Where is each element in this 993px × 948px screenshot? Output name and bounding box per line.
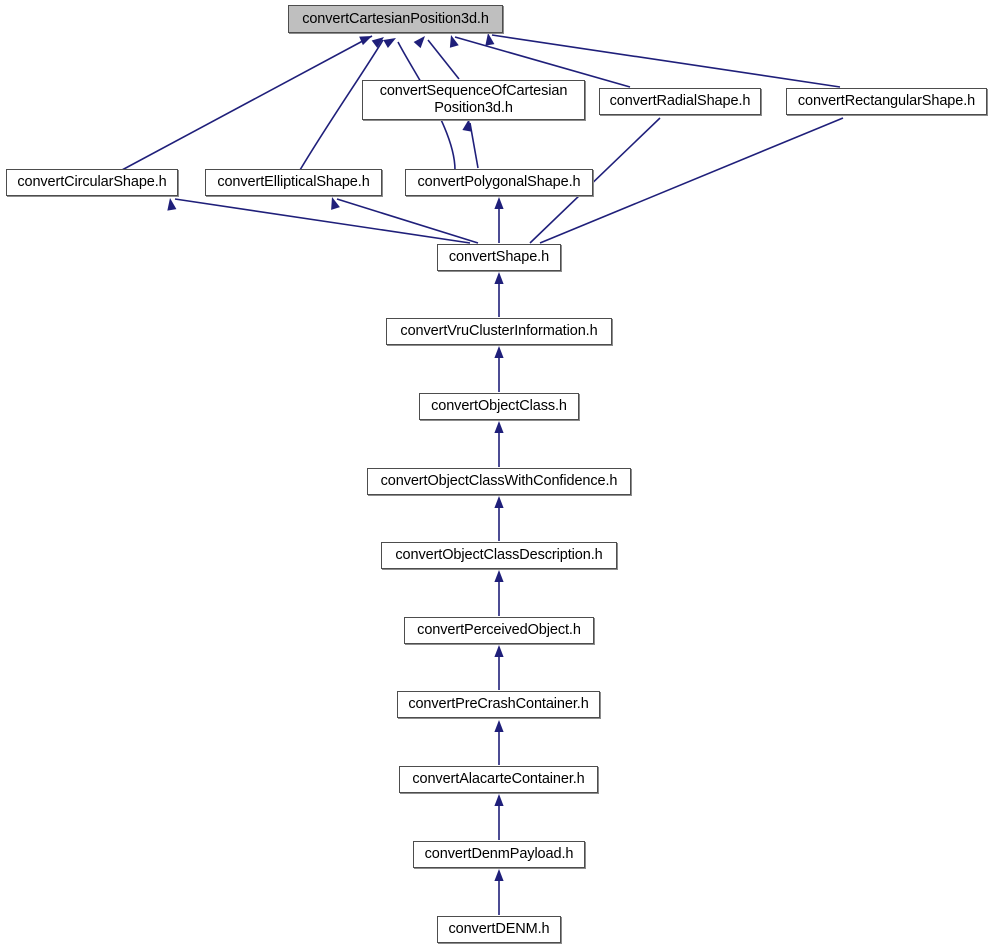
node-label-objectClass: convertObjectClass.h [431, 398, 567, 415]
edge-shape-to-ellipticalShape-arrowhead [331, 197, 340, 210]
node-alacarteContainer[interactable]: convertAlacarteContainer.h [399, 766, 598, 793]
node-label-radialShape: convertRadialShape.h [609, 93, 751, 110]
node-label-polygonalShape: convertPolygonalShape.h [417, 174, 581, 191]
node-circularShape[interactable]: convertCircularShape.h [6, 169, 178, 196]
node-sequenceOfCartesianPosition3d[interactable]: convertSequenceOfCartesian Position3d.h [362, 80, 585, 120]
node-label-circularShape: convertCircularShape.h [17, 174, 167, 191]
edge-perceivedObject-to-objectClassDescription-arrowhead [494, 570, 504, 582]
edge-sequenceOfCartesian-to-cartesianPosition3d [427, 39, 460, 80]
edge-polygonalShape-to-sequenceOfCartesian [469, 122, 479, 169]
node-objectClassWithConfidence[interactable]: convertObjectClassWithConfidence.h [367, 468, 631, 495]
edge-alacarteContainer-to-preCrashContainer-arrowhead [494, 720, 504, 732]
node-objectClassDescription[interactable]: convertObjectClassDescription.h [381, 542, 617, 569]
edge-rectangularShape-to-cartesianPosition3d [491, 34, 841, 88]
node-label-vruClusterInformation: convertVruClusterInformation.h [400, 323, 598, 340]
edge-objectClassDescription-to-objectClassWithConfidence-arrowhead [494, 496, 504, 508]
node-rectangularShape[interactable]: convertRectangularShape.h [786, 88, 987, 115]
node-label-cartesianPosition3d: convertCartesianPosition3d.h [302, 10, 489, 27]
node-label-objectClassDescription: convertObjectClassDescription.h [395, 547, 603, 564]
edge-shape-to-rectangularShape [539, 117, 844, 244]
edge-denm-to-denmPayload-arrowhead [494, 869, 504, 881]
edge-sequenceOfCartesian-to-cartesianPosition3d-arrowhead [413, 36, 425, 49]
edge-polygonalShape-to-sequenceOfCartesian-arrowhead [462, 119, 472, 132]
node-shape[interactable]: convertShape.h [437, 244, 561, 271]
node-perceivedObject[interactable]: convertPerceivedObject.h [404, 617, 594, 644]
edge-ellipticalShape-to-cartesianPosition3d [299, 39, 384, 171]
node-ellipticalShape[interactable]: convertEllipticalShape.h [205, 169, 382, 196]
edge-shape-to-radialShape [529, 117, 661, 244]
node-radialShape[interactable]: convertRadialShape.h [599, 88, 761, 115]
edge-preCrashContainer-to-perceivedObject-arrowhead [494, 645, 504, 657]
node-polygonalShape[interactable]: convertPolygonalShape.h [405, 169, 593, 196]
edge-radialShape-to-cartesianPosition3d-arrowhead [449, 35, 459, 48]
node-denmPayload[interactable]: convertDenmPayload.h [413, 841, 585, 868]
node-label-perceivedObject: convertPerceivedObject.h [417, 622, 581, 639]
node-label-alacarteContainer: convertAlacarteContainer.h [412, 771, 585, 788]
node-label-denm: convertDENM.h [448, 921, 550, 938]
edge-rectangularShape-to-cartesianPosition3d-arrowhead [485, 33, 495, 46]
node-label-objectClassWithConfidence: convertObjectClassWithConfidence.h [380, 473, 618, 490]
edge-denmPayload-to-alacarteContainer-arrowhead [494, 794, 504, 806]
edge-shape-to-polygonalShape-arrowhead [494, 197, 504, 209]
edge-polygonalShape-to-cartesianPosition3d-arrowhead [383, 38, 396, 48]
node-denm[interactable]: convertDENM.h [437, 916, 561, 943]
node-cartesianPosition3d[interactable]: convertCartesianPosition3d.h [288, 5, 503, 33]
edge-shape-to-ellipticalShape [336, 198, 479, 244]
node-label-preCrashContainer: convertPreCrashContainer.h [408, 696, 589, 713]
node-label-ellipticalShape: convertEllipticalShape.h [217, 174, 370, 191]
edge-shape-to-circularShape-arrowhead [167, 198, 177, 211]
node-objectClass[interactable]: convertObjectClass.h [419, 393, 579, 420]
node-label-denmPayload: convertDenmPayload.h [424, 846, 574, 863]
node-label-shape: convertShape.h [448, 249, 550, 266]
edge-radialShape-to-cartesianPosition3d [454, 36, 631, 88]
node-label-sequenceOfCartesianPosition3d: convertSequenceOfCartesian Position3d.h [379, 83, 568, 116]
edge-circularShape-to-cartesianPosition3d-arrowhead [359, 36, 372, 46]
node-label-rectangularShape: convertRectangularShape.h [797, 93, 976, 110]
node-preCrashContainer[interactable]: convertPreCrashContainer.h [397, 691, 600, 718]
edge-circularShape-to-cartesianPosition3d [121, 35, 373, 171]
edge-vruCluster-to-shape-arrowhead [494, 272, 504, 284]
edge-objectClass-to-vruCluster-arrowhead [494, 346, 504, 358]
edge-shape-to-circularShape [174, 198, 471, 244]
node-vruClusterInformation[interactable]: convertVruClusterInformation.h [386, 318, 612, 345]
edge-objectClassWithConfidence-to-objectClass-arrowhead [494, 421, 504, 433]
edge-ellipticalShape-to-cartesianPosition3d-arrowhead [371, 37, 384, 48]
